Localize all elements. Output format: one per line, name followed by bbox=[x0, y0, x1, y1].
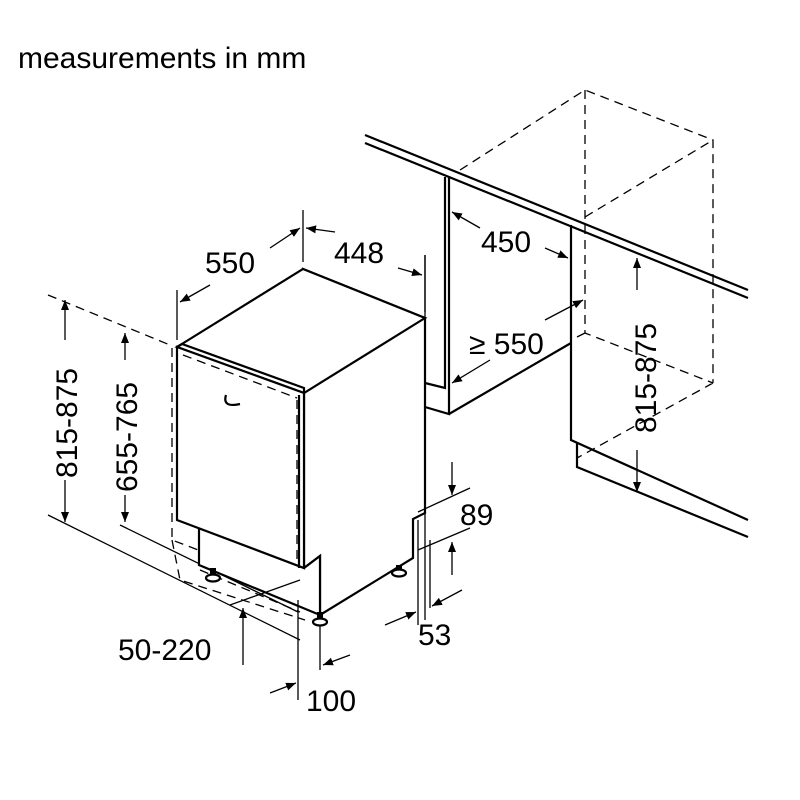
dim-niche-depth-label: ≥ 550 bbox=[469, 328, 544, 361]
dim-plinth-depth-label: 100 bbox=[306, 685, 356, 718]
foot bbox=[390, 565, 408, 578]
dim-plinth-bottom-label: 53 bbox=[418, 619, 451, 652]
dim-total-height-label: 815-875 bbox=[51, 368, 84, 478]
dishwasher bbox=[174, 267, 428, 627]
door-handle bbox=[224, 394, 241, 407]
countertop bbox=[364, 133, 749, 300]
cabinet-panels bbox=[424, 177, 749, 620]
dim-plinth-top-label: 89 bbox=[460, 499, 493, 532]
dim-feet-label: 50-220 bbox=[118, 634, 211, 667]
dim-niche-height-label: 815-875 bbox=[630, 323, 663, 433]
dim-width-label: 448 bbox=[334, 237, 384, 270]
dim-body-height-label: 655-765 bbox=[111, 382, 144, 492]
foot bbox=[204, 568, 222, 583]
dim-niche-width-label: 450 bbox=[481, 226, 531, 259]
dimension-lines bbox=[61, 210, 641, 700]
niche-outline bbox=[459, 89, 714, 459]
dim-depth-label: 550 bbox=[205, 247, 255, 280]
diagram-title: measurements in mm bbox=[18, 42, 307, 75]
